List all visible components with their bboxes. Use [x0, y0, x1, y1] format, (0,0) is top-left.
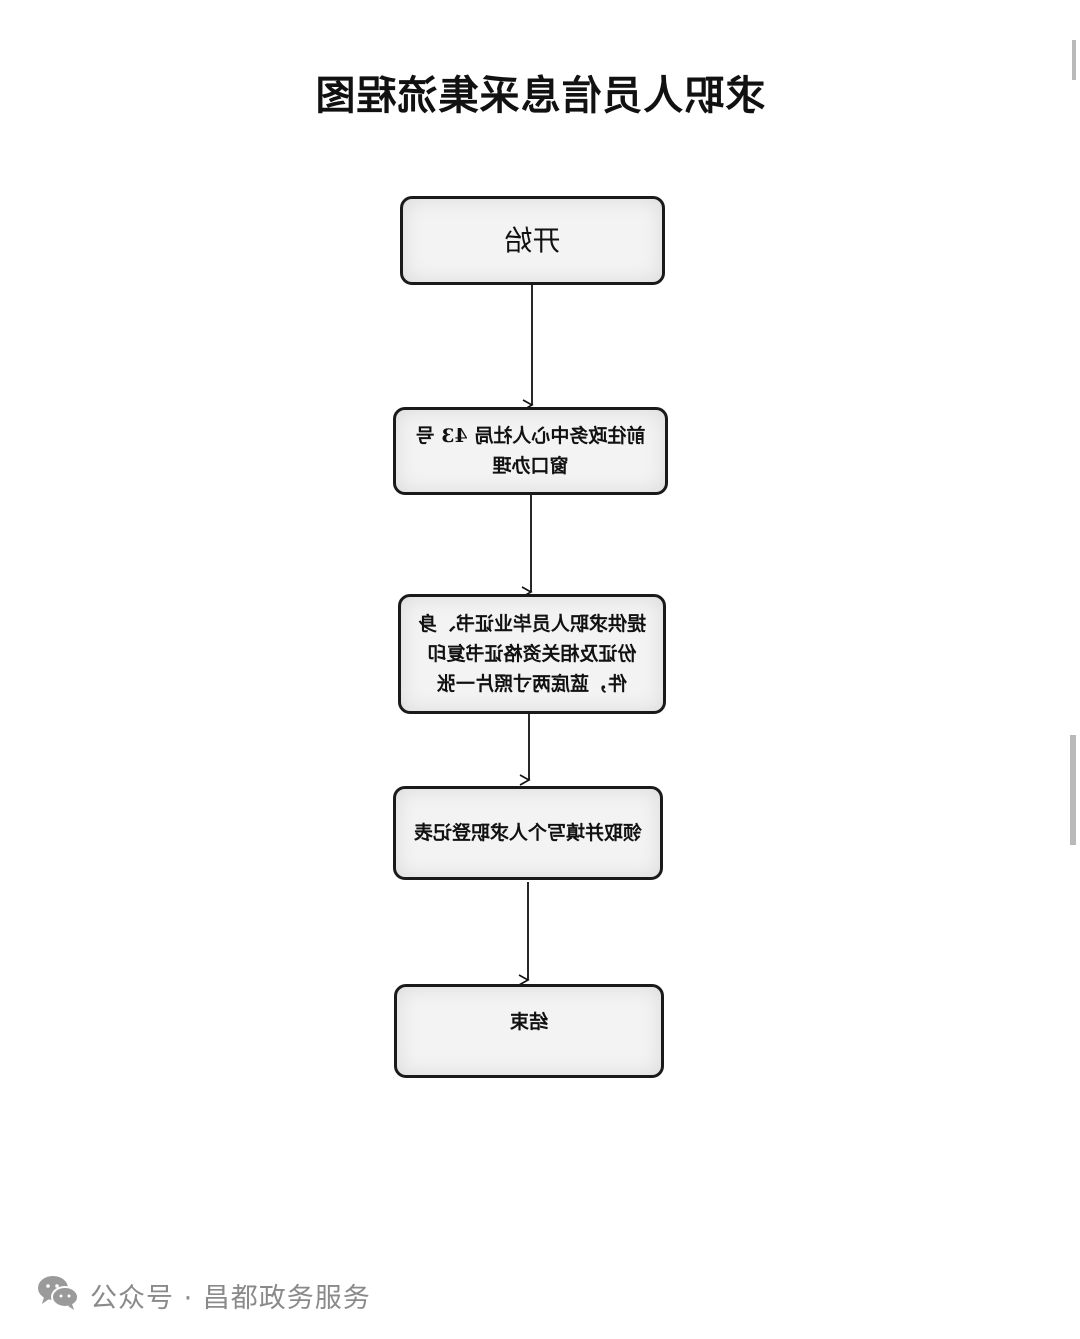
wechat-icon	[36, 1273, 80, 1318]
node-step3: 领取并填写个人求职登记表	[393, 786, 663, 880]
node-step1: 前往政务中心人社局 43 号窗口办理	[393, 407, 668, 495]
footer-text: 公众号 · 昌都政务服务	[90, 1282, 371, 1314]
scan-edge-mark	[1072, 40, 1076, 80]
footer-watermark: 公众号 · 昌都政务服务	[36, 1275, 371, 1315]
node-step2: 提供求职人员毕业证书、身份证及相关资格证书复印件，蓝底两寸照片一张	[398, 594, 666, 714]
scan-edge-mark	[1070, 735, 1076, 845]
node-end: 结束	[394, 984, 664, 1078]
scanned-document: 求职人员信息采集流程图 开始 前往政务中心人社局 43 号窗口办理 提供求职人员…	[315, 73, 766, 1078]
node-start: 开始	[400, 196, 665, 285]
flow-arrows	[518, 285, 534, 986]
